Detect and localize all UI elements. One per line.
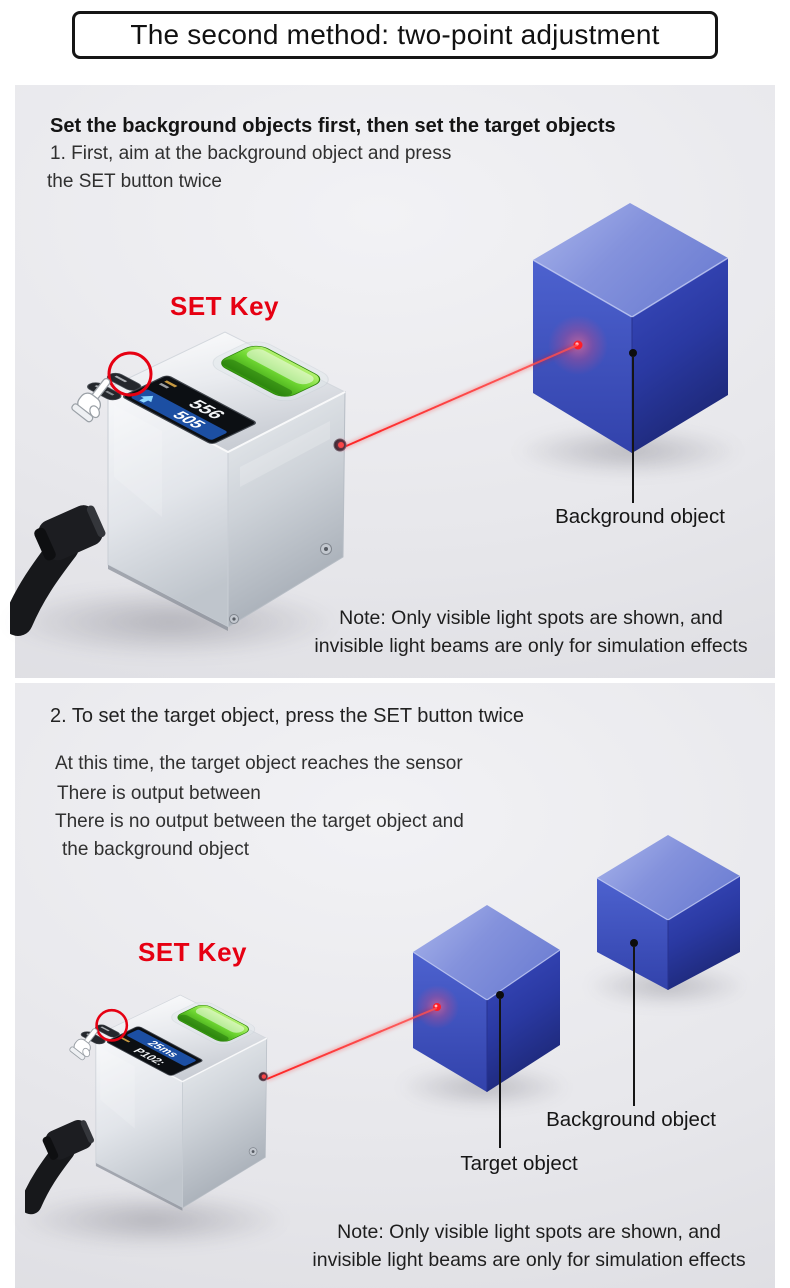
sensor-display-1: 556 505 — [123, 375, 256, 444]
section1-heading: Set the background objects first, then s… — [50, 115, 616, 137]
section2-desc2: There is output between — [57, 783, 261, 804]
leader-line — [499, 998, 501, 1148]
note-1-line1: Note: Only visible light spots are shown… — [339, 607, 723, 629]
up-arrow-icon — [139, 395, 154, 403]
leader-dot — [629, 349, 637, 357]
leader-line — [633, 946, 635, 1106]
background-object-cube-1 — [532, 203, 729, 453]
cube-right-face — [632, 258, 728, 453]
set-button-highlight-circle — [95, 1008, 129, 1042]
sensor-illustration-2: 25ms P102: — [25, 994, 270, 1215]
target-object-label: Target object — [460, 1152, 578, 1175]
cable-gland — [34, 505, 106, 561]
sensor-display-2: 25ms P102: — [106, 1026, 203, 1076]
section2-step: 2. To set the target object, press the S… — [50, 705, 524, 727]
background-object-label-1: Background object — [555, 505, 725, 528]
cube-right-face — [668, 876, 740, 990]
hand-pointer-icon — [69, 1028, 98, 1061]
sensor-illustration-1: 556 505 — [10, 331, 349, 636]
set-key-label-2: SET Key — [138, 937, 247, 967]
section2-desc3: There is no output between the target ob… — [55, 811, 464, 832]
sensor-output-button — [171, 1001, 256, 1045]
note-1: Note: Only visible light spots are shown… — [266, 604, 790, 660]
page-title-box: The second method: two-point adjustment — [72, 11, 718, 59]
set-button-highlight-circle — [107, 351, 153, 397]
cable-gland — [42, 1119, 95, 1160]
section2-desc4: the background object — [62, 839, 249, 860]
background-object-cube-2 — [596, 835, 741, 990]
sensor-output-button — [212, 341, 329, 401]
note-2: Note: Only visible light spots are shown… — [264, 1218, 790, 1274]
cube-top-face — [533, 203, 728, 317]
note-2-line2: invisible light beams are only for simul… — [312, 1249, 746, 1271]
note-2-line1: Note: Only visible light spots are shown… — [337, 1221, 721, 1243]
target-object-cube — [412, 905, 561, 1092]
section1-step-line1: 1. First, aim at the background object a… — [50, 143, 452, 164]
note-1-line2: invisible light beams are only for simul… — [314, 635, 748, 657]
section2-desc1: At this time, the target object reaches … — [55, 753, 463, 774]
cube-front-face — [597, 878, 668, 990]
leader-dot — [496, 991, 504, 999]
set-key-label-1: SET Key — [170, 291, 279, 321]
page-title: The second method: two-point adjustment — [130, 19, 660, 50]
sensor2-shadow — [16, 1192, 288, 1248]
hand-pointer-icon — [71, 377, 111, 423]
section1-step-line2: the SET button twice — [47, 171, 222, 192]
leader-line — [632, 356, 634, 503]
leader-dot — [630, 939, 638, 947]
cube-top-face — [413, 905, 560, 1000]
cube-right-face — [487, 950, 560, 1092]
background-object-label-2: Background object — [546, 1108, 716, 1131]
